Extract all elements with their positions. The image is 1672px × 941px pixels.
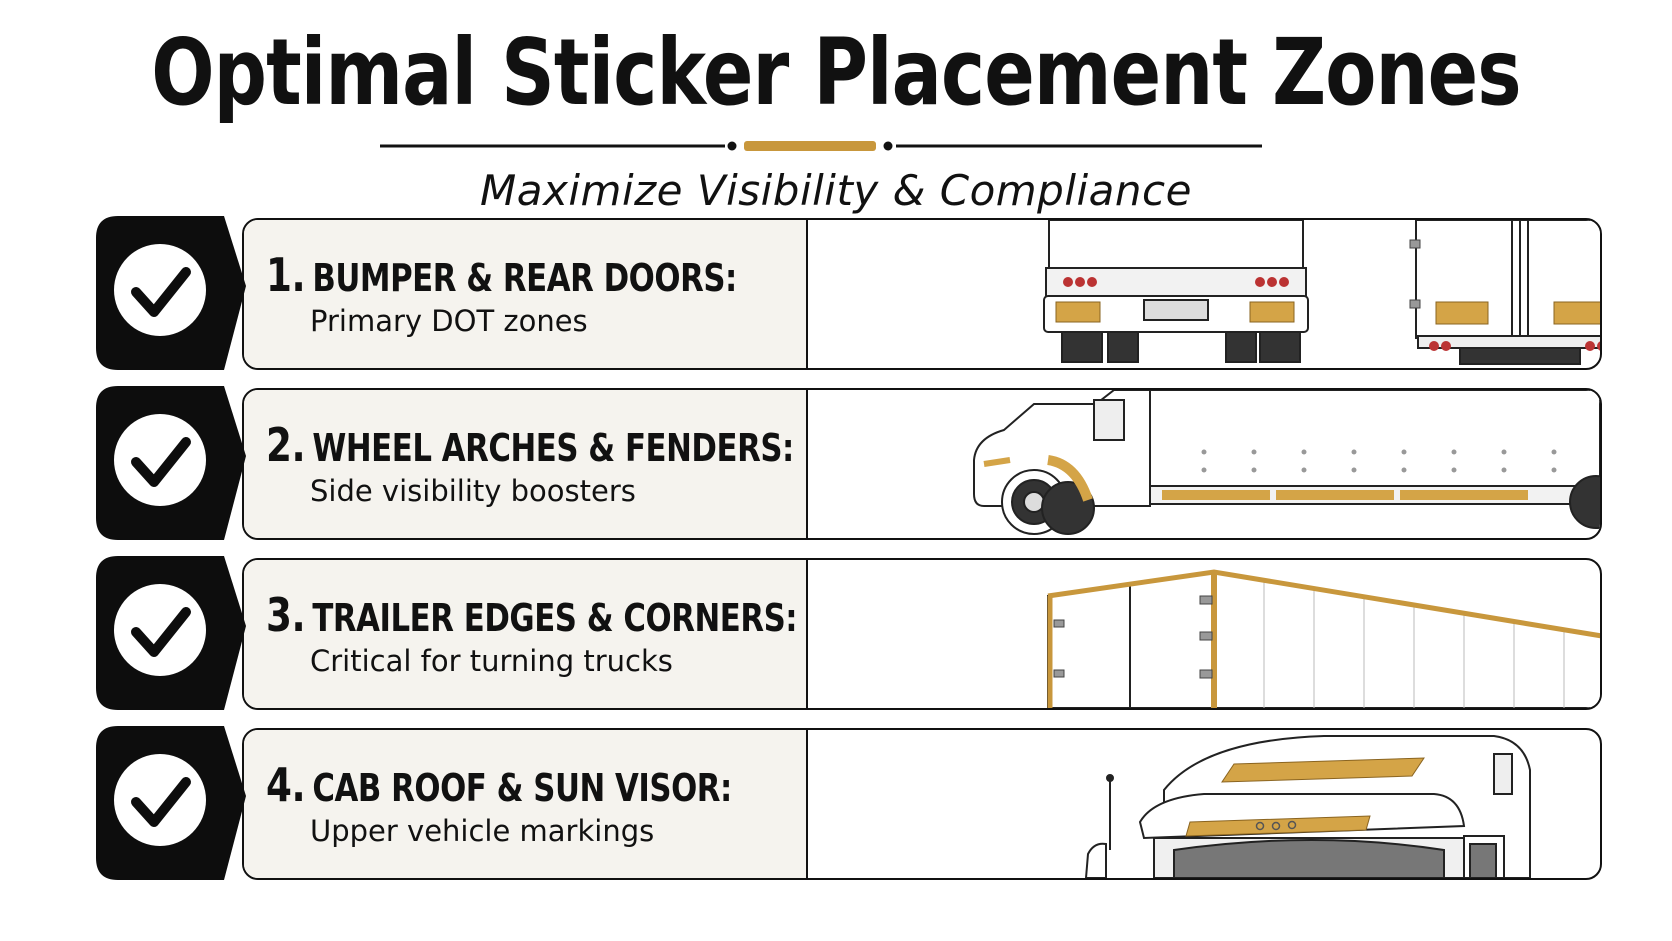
zone-number: 1. (266, 248, 306, 302)
zone-number: 2. (266, 418, 306, 472)
zone-row-2: 2.WHEEL ARCHES & FENDERS: Side visibilit… (96, 386, 1602, 540)
checkmark-badge (96, 216, 246, 370)
zone-row-1: 1.BUMPER & REAR DOORS: Primary DOT zones (96, 216, 1602, 370)
zone-description: Upper vehicle markings (310, 814, 655, 848)
zone-description: Side visibility boosters (310, 474, 636, 508)
zone-row-4: 4.CAB ROOF & SUN VISOR: Upper vehicle ma… (96, 726, 1602, 880)
checkmark-icon (131, 267, 191, 317)
page-subtitle: Maximize Visibility & Compliance (480, 166, 1192, 215)
truck-side-wheel-arches-illustration (964, 390, 1600, 538)
checkmark-badge (96, 726, 246, 880)
trailer-edges-corners-illustration (964, 560, 1600, 708)
zone-row-3: 3.TRAILER EDGES & CORNERS: Critical for … (96, 556, 1602, 710)
zone-number: 4. (266, 758, 306, 812)
zone-panel (242, 388, 1602, 540)
truck-rear-bumper-and-trailer-doors-illustration (964, 220, 1600, 368)
zone-number: 3. (266, 588, 306, 642)
checkmark-icon (131, 777, 191, 827)
zone-heading: 2.WHEEL ARCHES & FENDERS: (266, 418, 794, 472)
zone-panel (242, 218, 1602, 370)
zone-heading: 4.CAB ROOF & SUN VISOR: (266, 758, 732, 812)
checkmark-icon (131, 437, 191, 487)
page-title: Optimal Sticker Placement Zones (151, 19, 1521, 126)
zone-panel (242, 558, 1602, 710)
zone-panel (242, 728, 1602, 880)
checkmark-icon (131, 607, 191, 657)
checkmark-badge (96, 386, 246, 540)
zone-description: Critical for turning trucks (310, 644, 673, 678)
title-divider (380, 141, 1262, 151)
checkmark-badge (96, 556, 246, 710)
cab-roof-sun-visor-illustration (964, 730, 1600, 878)
zone-heading: 3.TRAILER EDGES & CORNERS: (266, 588, 798, 642)
zone-heading: 1.BUMPER & REAR DOORS: (266, 248, 737, 302)
zone-description: Primary DOT zones (310, 304, 588, 338)
